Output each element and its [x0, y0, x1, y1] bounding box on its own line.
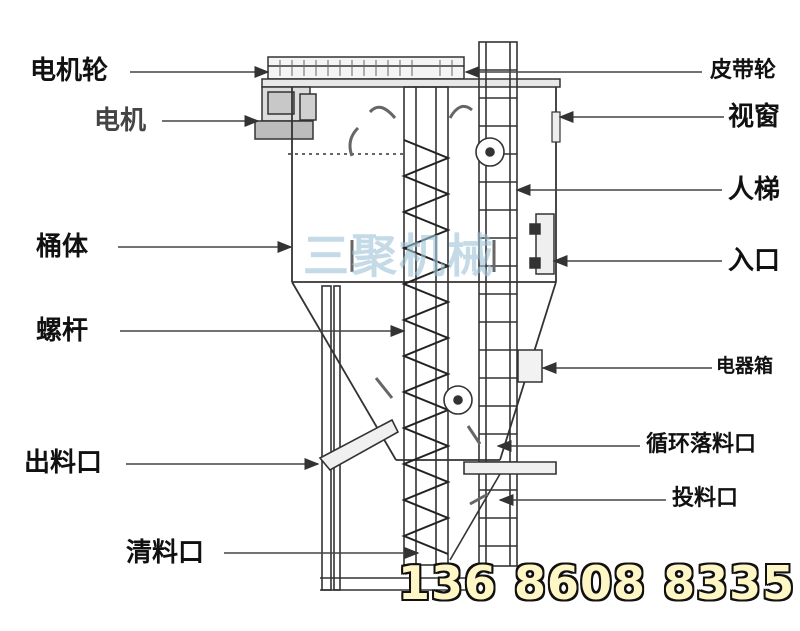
- feeding-chute: [449, 461, 557, 561]
- belt-guard: [267, 56, 465, 80]
- electrical-box-shape: [517, 349, 543, 383]
- lid: [261, 78, 561, 88]
- flow-arrows: [348, 104, 496, 506]
- label-inlet: 入口: [728, 246, 781, 276]
- sight-window-shapes: [443, 137, 505, 415]
- screw-tube: [403, 86, 449, 566]
- phone-number: 136 8608 8335: [398, 556, 796, 610]
- label-ladder: 人梯: [728, 175, 781, 205]
- label-sight-window: 视窗: [728, 102, 781, 132]
- outlet-chute: [318, 418, 400, 472]
- label-screw: 螺杆: [36, 316, 89, 346]
- label-motor-wheel: 电机轮: [30, 56, 109, 86]
- label-recirculation-port: 循环落料口: [646, 432, 757, 457]
- label-feeding-port: 投料口: [672, 486, 739, 511]
- label-electrical-box: 电器箱: [716, 355, 774, 377]
- screw-flights: [401, 139, 451, 555]
- ladder: [478, 41, 518, 567]
- watermark: 三聚机械: [303, 229, 495, 283]
- support-legs: [320, 285, 470, 591]
- right-callouts: [464, 66, 724, 506]
- left-callouts: [118, 66, 420, 559]
- label-barrel: 桶体: [36, 232, 89, 262]
- label-belt-wheel: 皮带轮: [710, 58, 777, 83]
- motor-body: [254, 86, 317, 140]
- label-cleaning-port: 清料口: [126, 538, 205, 568]
- label-motor: 电机: [94, 106, 147, 136]
- label-outlet: 出料口: [24, 448, 103, 478]
- inlet-box: [529, 213, 555, 275]
